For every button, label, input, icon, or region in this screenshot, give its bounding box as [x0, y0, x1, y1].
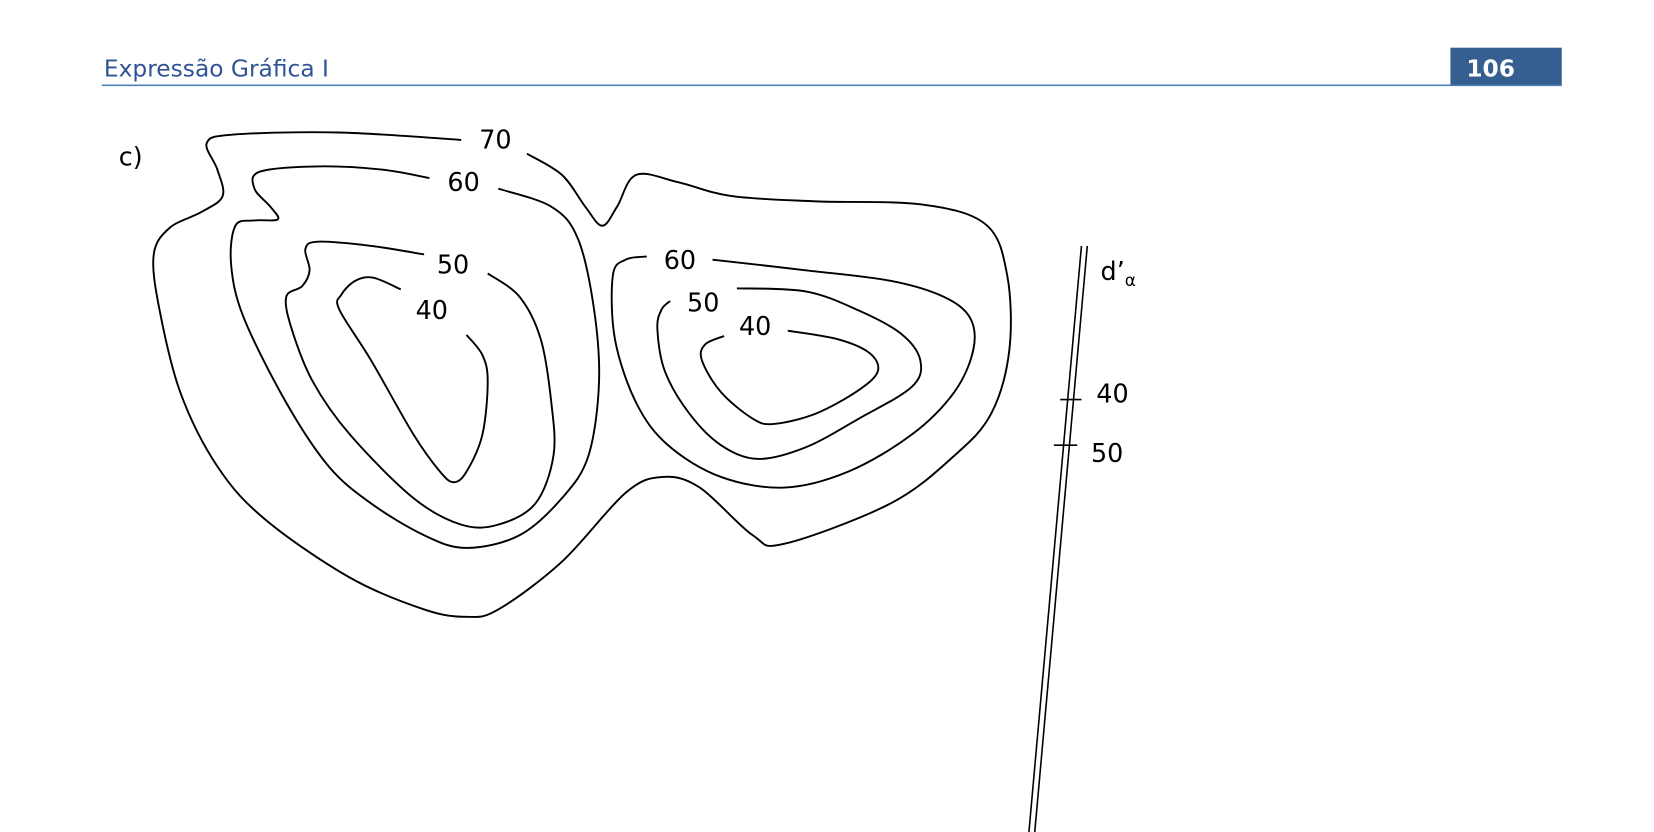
contour-40-right — [699, 329, 880, 426]
contour-label-70: 70 — [479, 124, 511, 154]
line-mark-50: 50 — [1091, 438, 1123, 468]
contour-60-left — [229, 165, 601, 549]
contour-50-left — [284, 240, 556, 529]
contour-label-60-right: 60 — [664, 245, 696, 275]
contour-label-50-left: 50 — [437, 249, 469, 279]
header-title: Expressão Gráfica I — [104, 55, 329, 82]
part-label: c) — [119, 141, 143, 171]
line-mark-40: 40 — [1096, 379, 1128, 409]
contour-label-40-right: 40 — [739, 311, 771, 341]
page-number: 106 — [1466, 55, 1515, 82]
contour-label-40-left: 40 — [416, 295, 448, 325]
contour-label-60-left: 60 — [447, 167, 479, 197]
contour-70 — [152, 131, 1012, 618]
line-d-alpha — [1028, 245, 1089, 832]
contour-label-50-right: 50 — [687, 288, 719, 318]
line-label: d’α — [1101, 256, 1136, 290]
page-number-box — [1450, 47, 1562, 85]
contour-40-left — [336, 276, 489, 484]
contour-lines — [152, 131, 1012, 618]
contour-60-right — [610, 255, 976, 489]
contour-50-right — [656, 287, 923, 460]
